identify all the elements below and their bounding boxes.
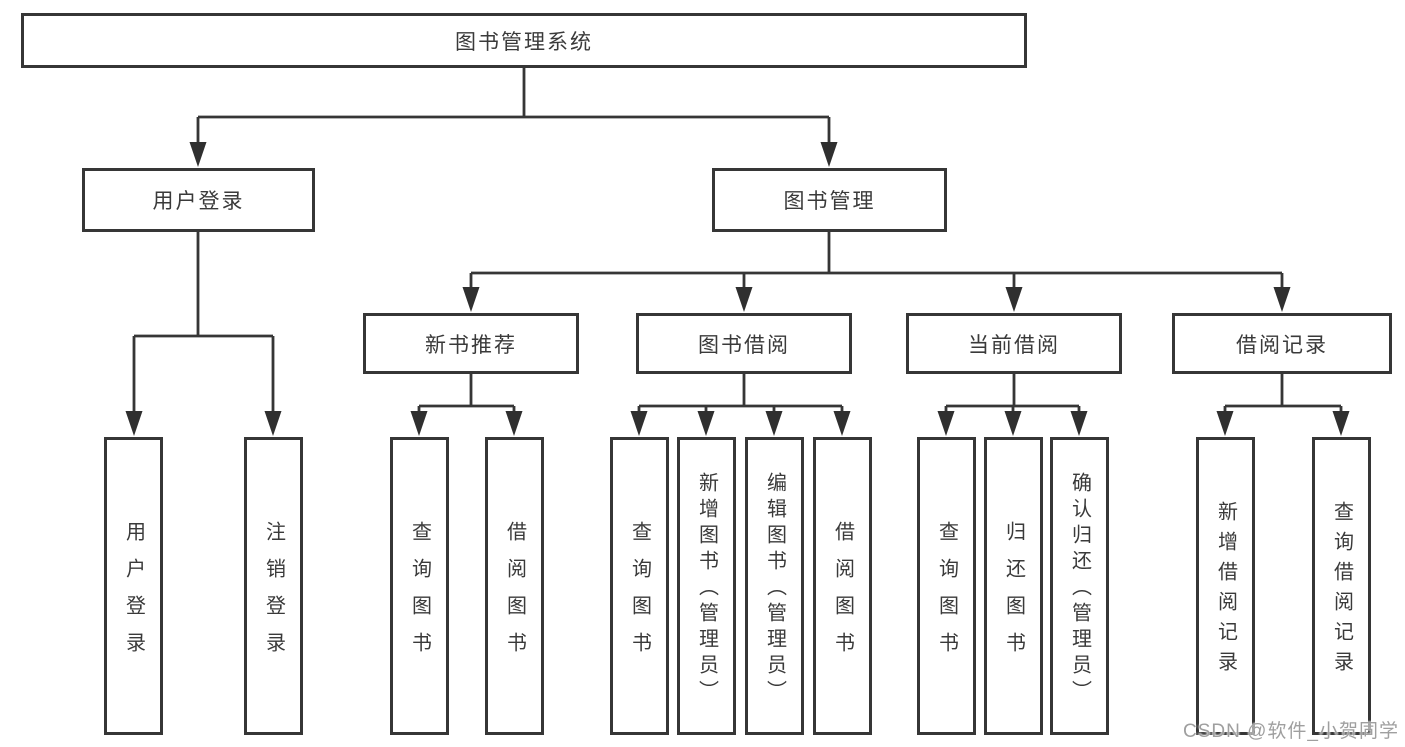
arrowhead [833,411,851,436]
arrowhead [1005,287,1023,312]
node-user-login: 用户登录 [82,168,315,232]
csdn-watermark: CSDN @软件_小贺同学 [1183,721,1399,742]
connector-newbook-to-leaves [417,372,516,431]
node-current-borrowing: 当前借阅 [906,313,1122,374]
arrowhead [505,411,523,436]
node-new-book-recommend-label: 新书推荐 [425,333,517,357]
arrowhead [765,411,783,436]
leaf-borrow-book-1: 借阅图书 [485,437,544,735]
arrowhead [1070,411,1088,436]
leaf-return-book-label: 归还图书 [1002,520,1025,669]
leaf-logout-label: 注销登录 [262,520,285,669]
leaf-user-login: 用户登录 [104,437,163,735]
leaf-logout: 注销登录 [244,437,303,735]
leaf-add-borrow-record: 新增借阅记录 [1196,437,1255,735]
leaf-borrow-book-2: 借阅图书 [813,437,872,735]
arrowhead [735,287,753,312]
node-borrowing-records-label: 借阅记录 [1236,333,1328,357]
arrowhead [264,411,282,436]
arrowhead [697,411,715,436]
leaf-add-book-admin-label: 新增图书（管理员） [695,472,718,706]
node-new-book-recommend: 新书推荐 [363,313,579,374]
connector-bookmgmt-to-l3 [469,230,1284,307]
connector-userlogin-to-leaves [132,230,275,431]
connector-borrowrec-to-leaves [1223,372,1343,431]
leaf-confirm-return-admin-label: 确认归还（管理员） [1068,472,1091,706]
leaf-query-book-3-label: 查询图书 [935,520,958,669]
node-book-borrowing: 图书借阅 [636,313,852,374]
arrowhead [1216,411,1234,436]
node-book-management: 图书管理 [712,168,947,232]
leaf-query-book-1-label: 查询图书 [408,520,431,669]
connector-root-to-l2 [196,66,831,162]
leaf-query-borrow-record-label: 查询借阅记录 [1330,501,1353,681]
arrowhead [820,142,838,167]
leaf-return-book: 归还图书 [984,437,1043,735]
node-user-login-label: 用户登录 [152,190,245,213]
connector-bookborrow-to-leaves [637,372,844,431]
arrowhead [125,411,143,436]
leaf-query-borrow-record: 查询借阅记录 [1312,437,1371,735]
node-borrowing-records: 借阅记录 [1172,313,1392,374]
node-book-borrowing-label: 图书借阅 [698,333,790,357]
connector-curborrow-to-leaves [944,372,1081,431]
leaf-borrow-book-1-label: 借阅图书 [503,520,526,669]
leaf-edit-book-admin-label: 编辑图书（管理员） [763,472,786,706]
node-book-management-label: 图书管理 [783,190,876,213]
arrowhead [410,411,428,436]
arrowhead [937,411,955,436]
leaf-add-book-admin: 新增图书（管理员） [677,437,736,735]
leaf-edit-book-admin: 编辑图书（管理员） [745,437,804,735]
arrowhead [1273,287,1291,312]
leaf-borrow-book-2-label: 借阅图书 [831,520,854,669]
arrowhead [189,142,207,167]
leaf-query-book-1: 查询图书 [390,437,449,735]
leaf-user-login-label: 用户登录 [122,520,145,669]
arrowhead [1004,411,1022,436]
arrowhead [630,411,648,436]
leaf-query-book-3: 查询图书 [917,437,976,735]
node-current-borrowing-label: 当前借阅 [968,333,1060,357]
leaf-query-book-2: 查询图书 [610,437,669,735]
arrowhead [462,287,480,312]
leaf-add-borrow-record-label: 新增借阅记录 [1214,501,1237,681]
node-root-label: 图书管理系统 [455,30,593,54]
leaf-confirm-return-admin: 确认归还（管理员） [1050,437,1109,735]
arrowhead [1332,411,1350,436]
leaf-query-book-2-label: 查询图书 [628,520,651,669]
node-root-system: 图书管理系统 [21,13,1027,68]
